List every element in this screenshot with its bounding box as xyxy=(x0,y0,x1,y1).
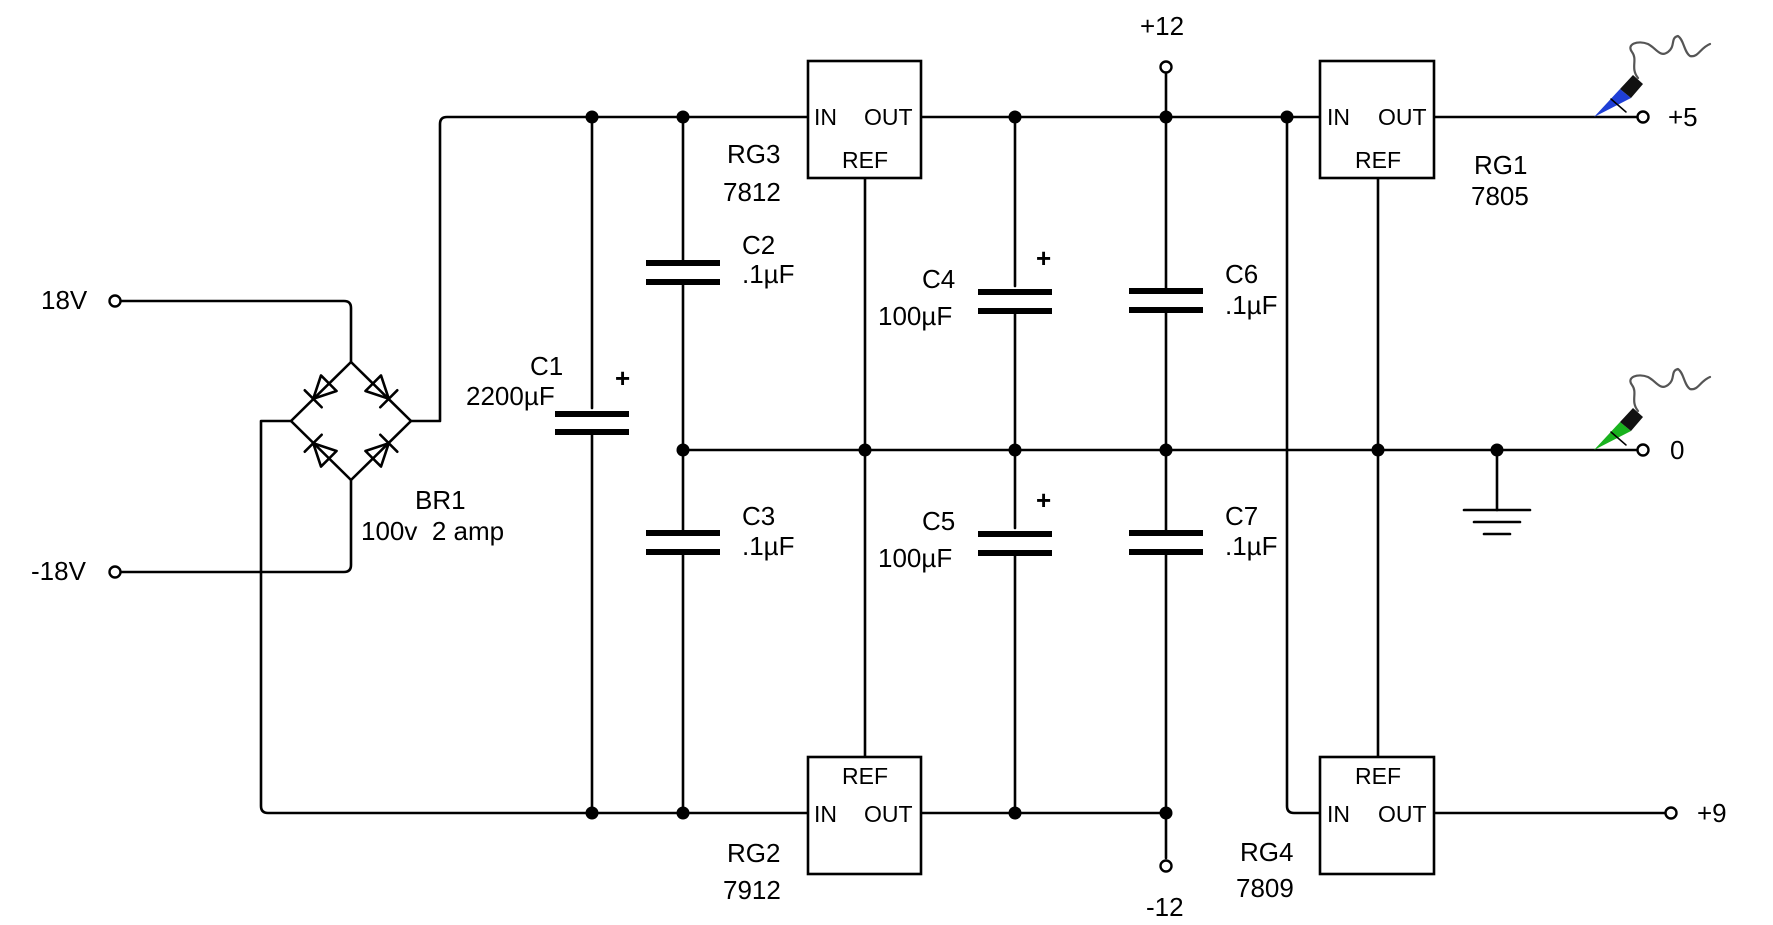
junction-dot xyxy=(676,110,690,124)
rg2-name: RG2 xyxy=(727,838,780,868)
rg3-name: RG3 xyxy=(727,139,780,169)
junction-dot xyxy=(1280,110,1294,124)
input-18v-label: 18V xyxy=(41,285,88,315)
junction-dot xyxy=(858,443,872,457)
c3-value: .1µF xyxy=(742,531,795,561)
capacitor-c5: + C5 100µF xyxy=(878,485,1052,573)
rg3-in-pin: IN xyxy=(814,104,837,130)
c6-name: C6 xyxy=(1225,259,1258,289)
rg1-out-pin: OUT xyxy=(1378,104,1427,130)
rg4-part: 7809 xyxy=(1236,873,1294,903)
c1-value: 2200µF xyxy=(466,381,555,411)
junctions xyxy=(585,110,1504,820)
c7-value: .1µF xyxy=(1225,531,1278,561)
terminals xyxy=(108,60,1678,873)
diode-icon xyxy=(303,374,338,409)
junction-dot xyxy=(676,806,690,820)
output-plus-5-label: +5 xyxy=(1668,102,1698,132)
c5-polarity: + xyxy=(1036,485,1051,515)
bridge-rectifier: BR1 100v 2 amp xyxy=(289,360,504,546)
capacitor-c3: C3 .1µF xyxy=(646,501,795,561)
ground-icon xyxy=(1462,508,1532,536)
junction-dot xyxy=(1159,443,1173,457)
capacitor-c2: C2 .1µF xyxy=(646,230,795,289)
blue-probe-icon xyxy=(1594,34,1712,117)
rg3-part: 7812 xyxy=(723,177,781,207)
terminal-18v[interactable] xyxy=(108,294,122,308)
rg1-name: RG1 xyxy=(1474,150,1527,180)
rg1-in-pin: IN xyxy=(1327,104,1350,130)
output-plus-12-label: +12 xyxy=(1140,11,1184,41)
rg4-in-pin: IN xyxy=(1327,801,1350,827)
terminal-minus-12[interactable] xyxy=(1159,859,1173,873)
capacitor-c4: + C4 100µF xyxy=(878,243,1052,331)
rg2-ref-pin: REF xyxy=(842,763,888,789)
junction-dot xyxy=(1159,110,1173,124)
junction-dot xyxy=(1159,806,1173,820)
capacitor-c7: C7 .1µF xyxy=(1129,501,1278,561)
c7-name: C7 xyxy=(1225,501,1258,531)
terminal-zero[interactable] xyxy=(1636,443,1650,457)
rg3-out-pin: OUT xyxy=(864,104,913,130)
probe-tip xyxy=(1594,89,1631,117)
rg1-ref-pin: REF xyxy=(1355,147,1401,173)
terminal-plus-12[interactable] xyxy=(1159,60,1173,74)
c1-polarity: + xyxy=(615,363,630,393)
input-minus-18v-label: -18V xyxy=(31,556,87,586)
c2-name: C2 xyxy=(742,230,775,260)
junction-dot xyxy=(585,110,599,124)
bridge-name: BR1 xyxy=(415,485,466,515)
output-plus-9-label: +9 xyxy=(1697,798,1727,828)
c6-value: .1µF xyxy=(1225,290,1278,320)
regulator-rg4: REF IN OUT RG4 7809 xyxy=(1236,755,1436,903)
junction-dot xyxy=(1371,443,1385,457)
regulator-rg2: REF IN OUT RG2 7912 xyxy=(723,755,923,905)
c2-value: .1µF xyxy=(742,259,795,289)
junction-dot xyxy=(676,443,690,457)
wires xyxy=(113,71,1667,860)
junction-dot xyxy=(1008,110,1022,124)
rg2-part: 7912 xyxy=(723,875,781,905)
diode-icon xyxy=(364,433,399,468)
rg4-ref-pin: REF xyxy=(1355,763,1401,789)
c4-value: 100µF xyxy=(878,301,952,331)
c3-name: C3 xyxy=(742,501,775,531)
c1-name: C1 xyxy=(530,351,563,381)
bridge-rating: 100v 2 amp xyxy=(361,516,504,546)
c5-name: C5 xyxy=(922,506,955,536)
diode-icon xyxy=(364,374,399,409)
capacitor-c1: + C1 2200µF xyxy=(466,351,630,435)
rg2-in-pin: IN xyxy=(814,801,837,827)
rg3-ref-pin: REF xyxy=(842,147,888,173)
terminal-plus-9[interactable] xyxy=(1664,806,1678,820)
probe-tip xyxy=(1594,422,1631,450)
c4-polarity: + xyxy=(1036,243,1051,273)
capacitor-c6: C6 .1µF xyxy=(1129,259,1278,320)
output-minus-12-label: -12 xyxy=(1146,892,1184,922)
output-zero-label: 0 xyxy=(1670,435,1684,465)
rg1-part: 7805 xyxy=(1471,181,1529,211)
regulator-rg3: IN OUT REF RG3 7812 xyxy=(723,59,923,207)
terminal-minus-18v[interactable] xyxy=(108,565,122,579)
junction-dot xyxy=(1008,806,1022,820)
rg2-out-pin: OUT xyxy=(864,801,913,827)
rg4-out-pin: OUT xyxy=(1378,801,1427,827)
terminal-plus-5[interactable] xyxy=(1636,110,1650,124)
rg4-name: RG4 xyxy=(1240,837,1293,867)
green-probe-icon xyxy=(1594,367,1712,450)
junction-dot xyxy=(585,806,599,820)
diode-icon xyxy=(303,433,338,468)
c4-name: C4 xyxy=(922,264,955,294)
junction-dot xyxy=(1490,443,1504,457)
regulator-rg1: IN OUT REF RG1 7805 xyxy=(1318,59,1529,211)
junction-dot xyxy=(1008,443,1022,457)
c5-value: 100µF xyxy=(878,543,952,573)
